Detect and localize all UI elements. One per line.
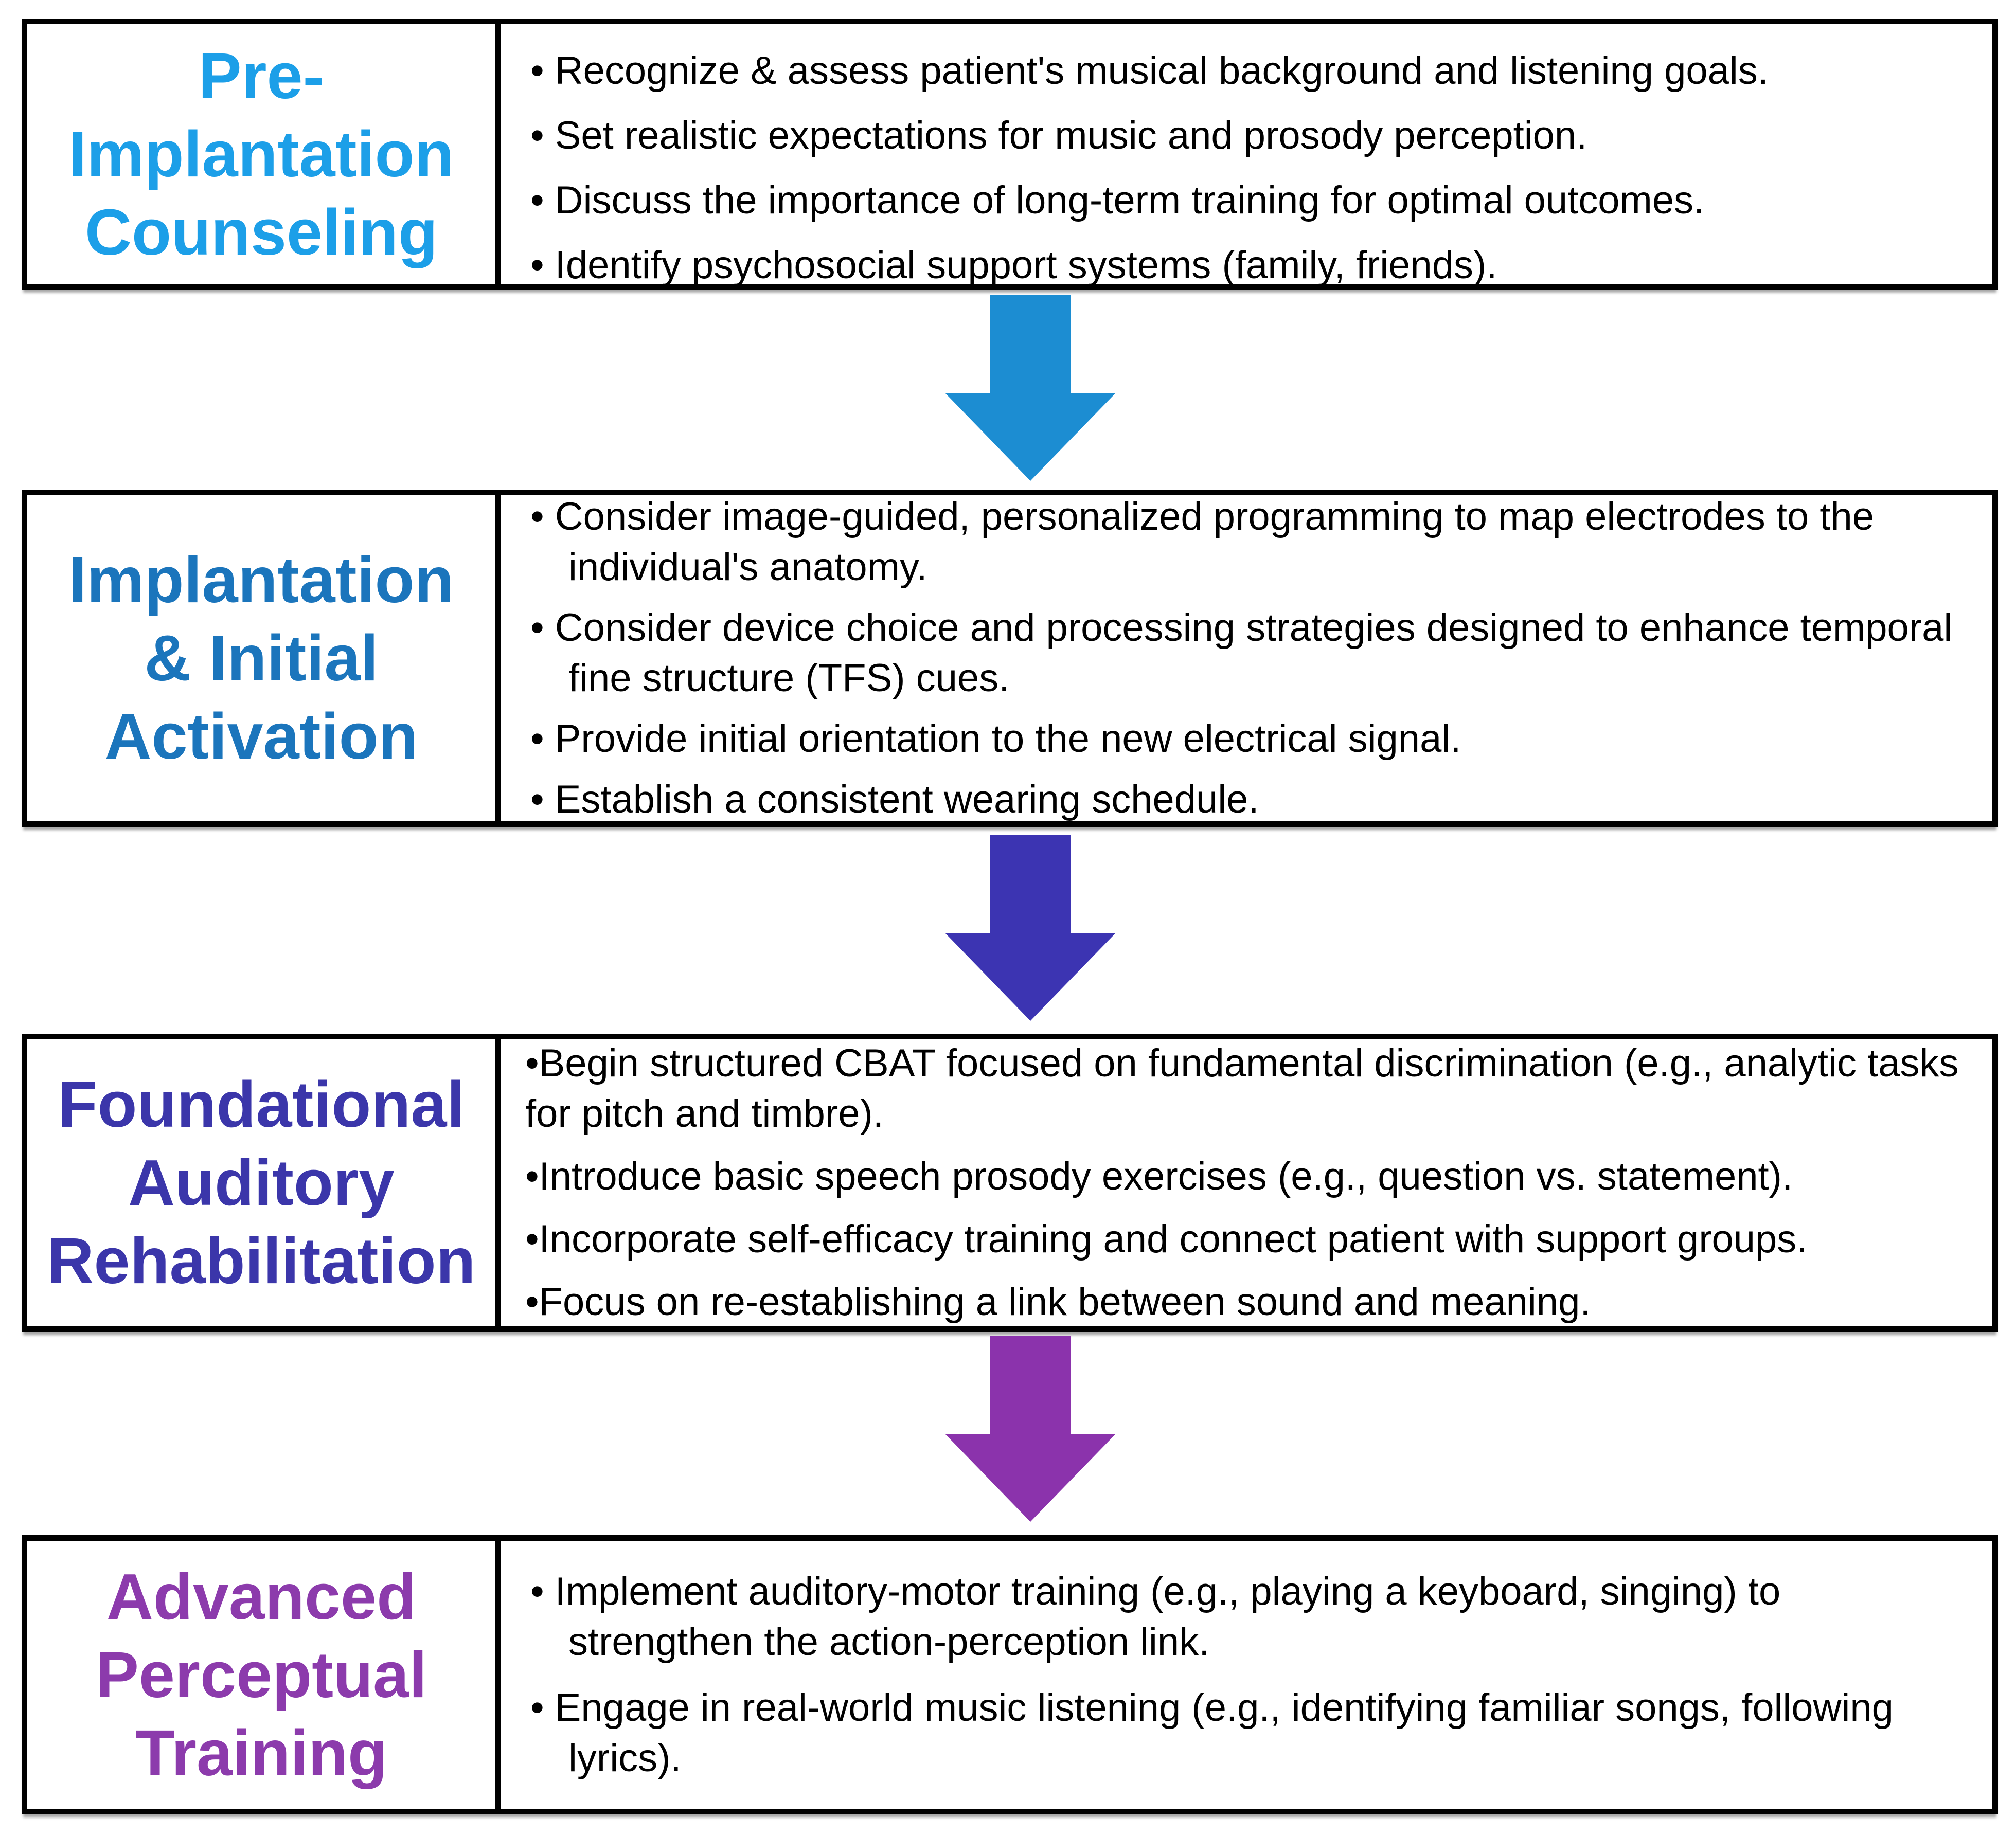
stage-box-foundational-auditory-rehabilitation: Foundational Auditory Rehabilitation •Be…	[22, 1034, 1998, 1332]
stage-bullet: • Set realistic expectations for music a…	[530, 114, 1587, 157]
stage-title: Advanced Perceptual Training	[95, 1560, 427, 1789]
stage-title: Implantation & Initial Activation	[68, 544, 454, 772]
stage-bullet: • Consider device choice and processing …	[530, 606, 1953, 700]
stage-content-cell: • Implement auditory-motor training (e.g…	[501, 1541, 1992, 1809]
stage-bullet: • Consider image-guided, personalized pr…	[530, 495, 1875, 589]
stage-title-cell: Implantation & Initial Activation	[27, 495, 501, 821]
stage-bullet: • Identify psychosocial support systems …	[530, 243, 1497, 287]
stage-bullet: • Discuss the importance of long-term tr…	[530, 178, 1705, 222]
stage-bullet: • Establish a consistent wearing schedul…	[530, 778, 1259, 821]
stage-content-cell: • Recognize & assess patient's musical b…	[501, 24, 1992, 287]
stage-title: Pre- Implantation Counseling	[68, 39, 454, 268]
stage-box-advanced-perceptual-training: Advanced Perceptual Training • Implement…	[22, 1535, 1998, 1814]
stage-box-implantation-initial-activation: Implantation & Initial Activation • Cons…	[22, 490, 1998, 827]
stage-content-cell: •Begin structured CBAT focused on fundam…	[501, 1039, 1992, 1326]
stage-content-cell: • Consider image-guided, personalized pr…	[501, 495, 1992, 821]
stage-bullet: • Implement auditory-motor training (e.g…	[530, 1570, 1781, 1664]
down-arrow-icon	[945, 1336, 1115, 1522]
stage-bullet: •Begin structured CBAT focused on fundam…	[525, 1041, 1959, 1136]
stage-box-pre-implantation-counseling: Pre- Implantation Counseling • Recognize…	[22, 19, 1998, 290]
stage-bullet: • Provide initial orientation to the new…	[530, 717, 1461, 761]
stage-title-cell: Pre- Implantation Counseling	[27, 24, 501, 284]
stage-title-cell: Foundational Auditory Rehabilitation	[27, 1039, 501, 1326]
stage-bullet: •Focus on re-establishing a link between…	[525, 1280, 1591, 1324]
stage-bullet: • Recognize & assess patient's musical b…	[530, 49, 1769, 93]
stage-bullet: •Incorporate self-efficacy training and …	[525, 1217, 1808, 1261]
stage-title: Foundational Auditory Rehabilitation	[47, 1068, 476, 1297]
stage-bullet: • Engage in real-world music listening (…	[530, 1686, 1894, 1780]
down-arrow-icon	[945, 295, 1115, 481]
stage-title-cell: Advanced Perceptual Training	[27, 1541, 501, 1809]
down-arrow-icon	[945, 835, 1115, 1021]
stage-bullet: •Introduce basic speech prosody exercise…	[525, 1155, 1793, 1198]
